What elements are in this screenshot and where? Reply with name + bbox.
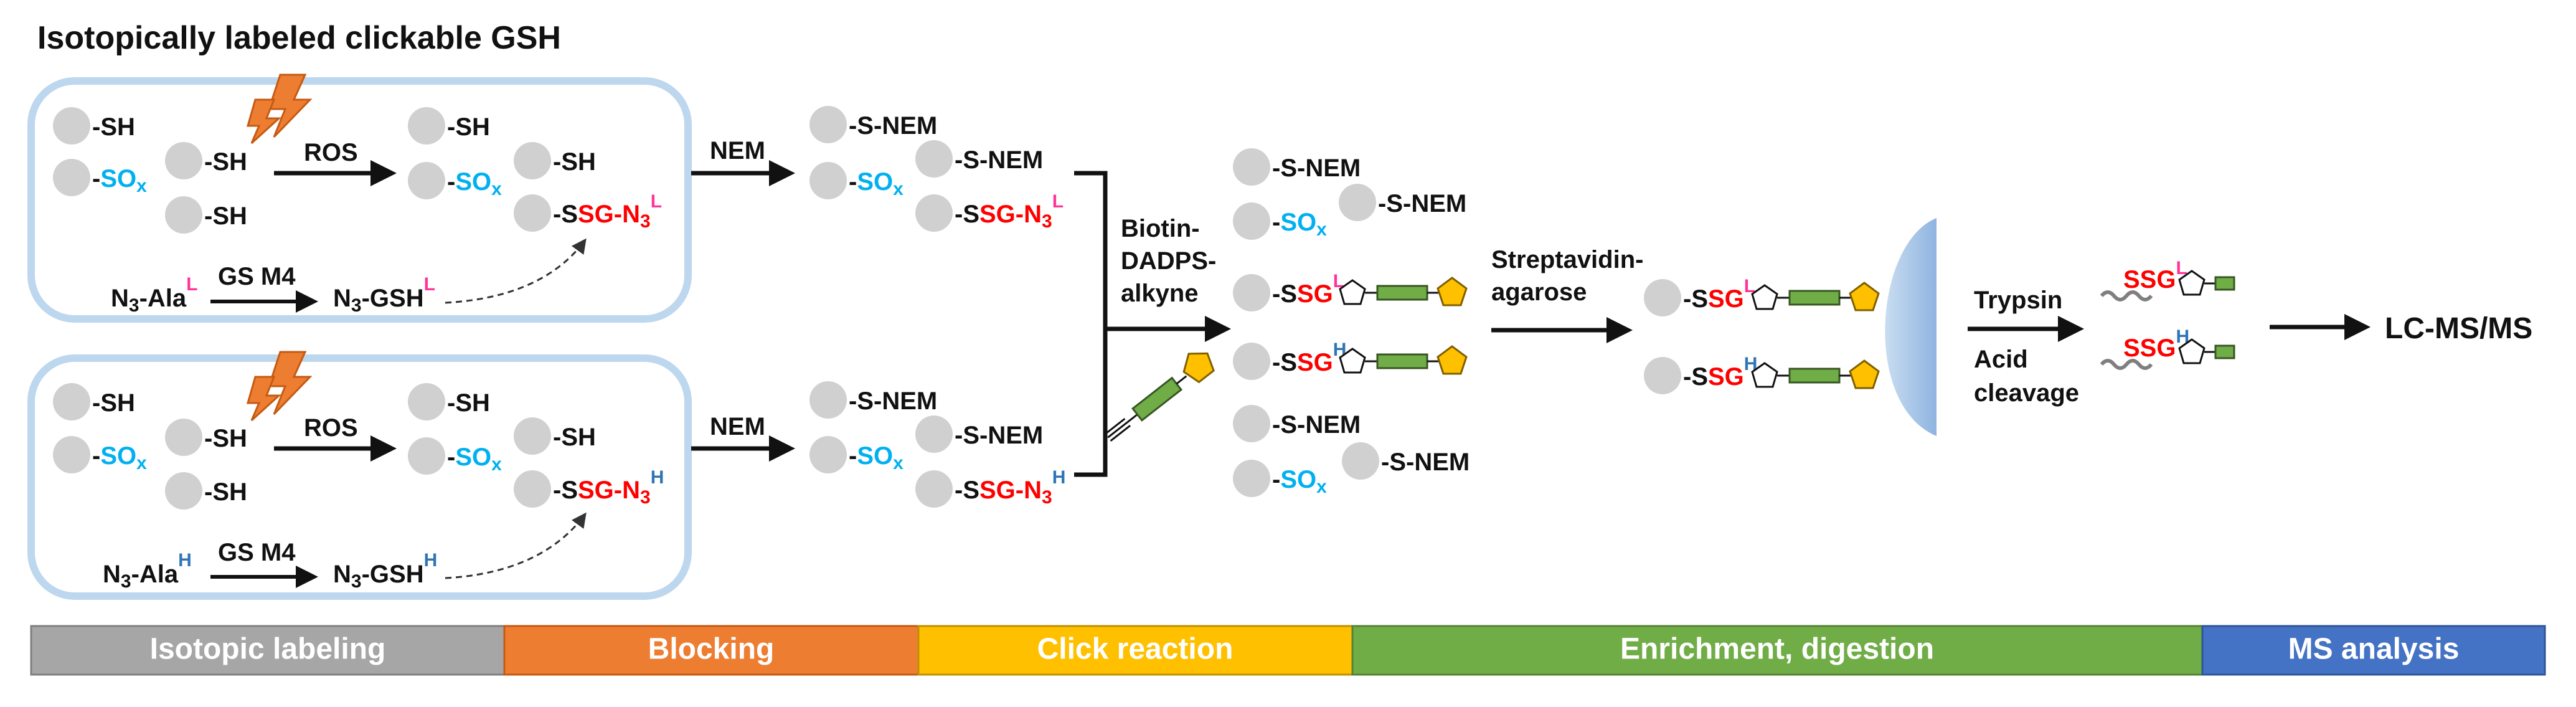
heavy-untreated-proteins: -SH -SOx -SH -SH bbox=[53, 383, 247, 510]
gs-m4-label: GS M4 bbox=[218, 263, 296, 290]
svg-text:-SH: -SH bbox=[553, 148, 596, 176]
stage-isotopic-labeling bbox=[30, 625, 506, 676]
diagram-title: Isotopically labeled clickable GSH bbox=[37, 20, 561, 56]
svg-text:-SOx: -SOx bbox=[1272, 209, 1327, 240]
svg-text:-SSGL: -SSGL bbox=[1683, 276, 1755, 313]
ros-flash-icon bbox=[247, 351, 313, 422]
enriched-peptides: -SSGL -SSGH bbox=[1644, 276, 1880, 394]
click-reagent-label: alkyne bbox=[1121, 280, 1199, 307]
stage-label: MS analysis bbox=[2288, 633, 2460, 666]
thiol-label: -SH bbox=[204, 148, 247, 176]
biotin-dadps-alkyne-icon bbox=[1105, 352, 1215, 442]
svg-text:-S-NEM: -S-NEM bbox=[1378, 190, 1466, 217]
merge-bracket bbox=[1074, 171, 1227, 477]
stage-bar: Isotopic labeling Blocking Click reactio… bbox=[30, 625, 2546, 676]
heavy-n3-gsh: N3-GSHH bbox=[333, 550, 437, 592]
svg-text:-SH: -SH bbox=[447, 389, 490, 417]
svg-text:-S-NEM: -S-NEM bbox=[955, 146, 1043, 174]
light-n3-gsh: N3-GSHL bbox=[333, 274, 435, 316]
stage-ms-analysis bbox=[2201, 625, 2546, 676]
heavy-incorporation-arrow bbox=[445, 512, 587, 579]
svg-text:SSGL: SSGL bbox=[2123, 258, 2187, 293]
heavy-glutathionylated-label: -SSG-N3H bbox=[553, 467, 664, 508]
svg-text:-S-NEM: -S-NEM bbox=[955, 422, 1043, 449]
sox-label: -SOx bbox=[92, 165, 147, 196]
light-incorporation-arrow bbox=[445, 238, 587, 304]
acid-cleavage-label: Acid bbox=[1974, 346, 2028, 373]
trypsin-label: Trypsin bbox=[1974, 287, 2062, 314]
svg-text:SSGH: SSGH bbox=[2123, 326, 2189, 362]
heavy-blocked-proteins: -S-NEM -SOx -S-NEM -SSG-N3H bbox=[809, 381, 1065, 508]
svg-text:-SH: -SH bbox=[204, 425, 247, 452]
heavy-oxidized-proteins: -SH -SOx -SH -SSG-N3H bbox=[408, 383, 664, 508]
svg-text:-S-NEM: -S-NEM bbox=[1272, 154, 1361, 182]
heavy-n3-ala: N3-AlaH bbox=[103, 550, 192, 592]
ros-label: ROS bbox=[304, 139, 358, 166]
svg-text:-SOx: -SOx bbox=[92, 442, 147, 473]
light-oxidized-proteins: -SH -SOx -SH -SSG-N3L bbox=[408, 107, 662, 232]
light-labeling-box bbox=[27, 77, 692, 323]
heavy-labeling-box bbox=[27, 354, 692, 600]
streptavidin-label: agarose bbox=[1491, 278, 1587, 306]
stage-label: Blocking bbox=[648, 633, 775, 666]
thiol-label: -SH bbox=[92, 113, 135, 141]
svg-text:-SSG-N3L: -SSG-N3L bbox=[955, 191, 1064, 232]
stage-blocking bbox=[503, 625, 920, 676]
nem-label: NEM bbox=[710, 137, 765, 164]
ros-flash-icon bbox=[247, 74, 313, 145]
agarose-bead bbox=[1885, 218, 1937, 436]
svg-text:-SOx: -SOx bbox=[447, 444, 502, 475]
svg-text:-SH: -SH bbox=[92, 389, 135, 417]
stage-enrichment-digestion bbox=[1351, 625, 2204, 676]
ros-label: ROS bbox=[304, 414, 358, 442]
svg-text:-SH: -SH bbox=[447, 113, 490, 141]
light-blocked-proteins: -S-NEM -SOx -S-NEM -SSG-N3L bbox=[809, 106, 1064, 232]
stage-label: Click reaction bbox=[1037, 633, 1234, 666]
stage-click-reaction bbox=[917, 625, 1354, 676]
svg-text:-SSGH: -SSGH bbox=[1272, 339, 1346, 376]
svg-text:-SH: -SH bbox=[553, 424, 596, 451]
svg-text:-SH: -SH bbox=[204, 478, 247, 506]
svg-text:-SSG-N3H: -SSG-N3H bbox=[955, 467, 1065, 508]
click-reagent-label: Biotin- bbox=[1121, 215, 1200, 242]
svg-text:-S-NEM: -S-NEM bbox=[1381, 448, 1470, 476]
lcms-label: LC-MS/MS bbox=[2385, 312, 2532, 345]
svg-text:-SOx: -SOx bbox=[849, 442, 903, 473]
svg-text:-SSGH: -SSGH bbox=[1683, 354, 1757, 391]
svg-text:-S-NEM: -S-NEM bbox=[849, 387, 937, 415]
tag-heavy bbox=[1339, 345, 1468, 375]
nem-label: NEM bbox=[710, 413, 765, 440]
clicked-proteins: -S-NEM -SOx -S-NEM -SSGL -SSGH -S-NEM -S… bbox=[1233, 148, 1470, 497]
light-n3-ala: N3-AlaL bbox=[111, 274, 197, 316]
light-untreated-proteins: -SH -SOx -SH -SH bbox=[53, 107, 247, 234]
acid-cleavage-label: cleavage bbox=[1974, 379, 2079, 407]
svg-text:-SOx: -SOx bbox=[849, 168, 903, 199]
cleaved-peptides: SSGL SSGH bbox=[2100, 258, 2235, 370]
svg-text:-S-NEM: -S-NEM bbox=[1272, 411, 1361, 439]
gs-m4-label: GS M4 bbox=[218, 539, 296, 566]
tag-light bbox=[1339, 277, 1468, 306]
svg-text:-SOx: -SOx bbox=[447, 168, 502, 199]
svg-text:-S-NEM: -S-NEM bbox=[849, 112, 937, 140]
thiol-label: -SH bbox=[204, 202, 247, 230]
streptavidin-label: Streptavidin- bbox=[1491, 246, 1643, 273]
stage-label: Isotopic labeling bbox=[150, 633, 386, 666]
svg-text:-SOx: -SOx bbox=[1272, 466, 1327, 497]
stage-label: Enrichment, digestion bbox=[1620, 633, 1934, 666]
svg-text:-SSGL: -SSGL bbox=[1272, 271, 1344, 308]
click-reagent-label: DADPS- bbox=[1121, 247, 1216, 275]
light-glutathionylated-label: -SSG-N3L bbox=[553, 191, 662, 232]
